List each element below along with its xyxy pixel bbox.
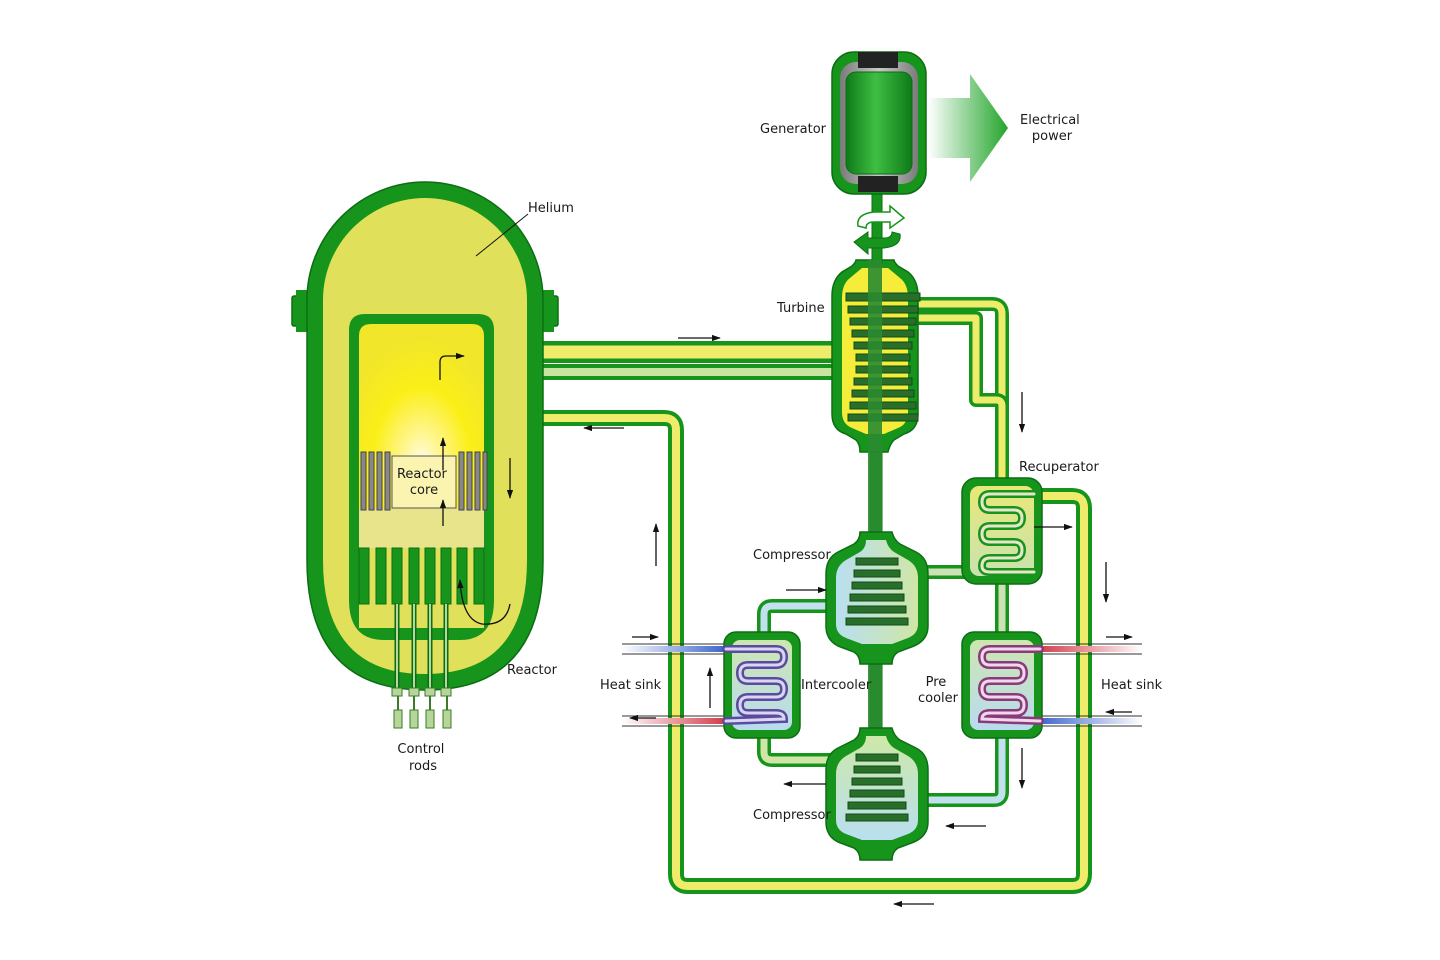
flow-arrows bbox=[439, 334, 1133, 908]
shaft-rotation-icon bbox=[853, 204, 906, 256]
label-reactor-core: Reactor core bbox=[397, 467, 451, 498]
compressor-upper-blades bbox=[845, 557, 909, 626]
label-intercooler: Intercooler bbox=[801, 678, 872, 693]
reactor-core-box bbox=[391, 455, 457, 509]
electrical-power-arrow bbox=[928, 74, 1008, 182]
heat-sink-lines bbox=[622, 643, 1142, 727]
label-heat-sink-left: Heat sink bbox=[600, 678, 662, 693]
label-recuperator: Recuperator bbox=[1019, 460, 1099, 475]
flow-arrow-top-turn bbox=[439, 352, 465, 380]
compressor-upper bbox=[825, 531, 929, 665]
label-compressor-lower: Compressor bbox=[753, 808, 832, 823]
label-control-rods: Control rods bbox=[397, 742, 448, 774]
label-turbine: Turbine bbox=[776, 301, 825, 316]
label-compressor-upper: Compressor bbox=[753, 548, 832, 563]
reactor-vessel bbox=[291, 181, 559, 691]
label-precooler: Pre cooler bbox=[918, 675, 959, 706]
label-heat-sink-right: Heat sink bbox=[1101, 678, 1163, 693]
generator bbox=[831, 51, 927, 195]
reactor-core bbox=[358, 451, 488, 729]
label-helium: Helium bbox=[528, 201, 574, 216]
label-electrical-power: Electrical power bbox=[1020, 113, 1084, 144]
compressor-lower-blades bbox=[845, 753, 909, 822]
pipe-network bbox=[488, 297, 1092, 894]
compressor-lower bbox=[825, 727, 929, 861]
label-reactor: Reactor bbox=[507, 663, 558, 678]
turbine-blades bbox=[845, 292, 921, 422]
flow-arrow-bottom-turn bbox=[457, 579, 511, 625]
recuperator bbox=[961, 477, 1043, 585]
labels: Generator Electrical power Helium Turbin… bbox=[397, 113, 1163, 823]
precooler bbox=[961, 631, 1044, 739]
helium-leader-line bbox=[475, 213, 529, 257]
label-generator: Generator bbox=[760, 122, 827, 137]
intercooler bbox=[722, 631, 801, 739]
